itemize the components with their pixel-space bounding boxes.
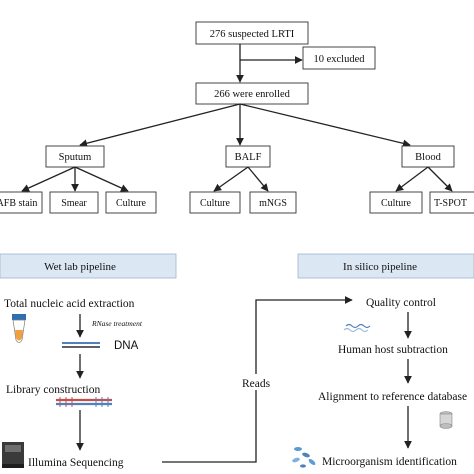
sputum-label: Sputum [59, 152, 92, 163]
enrolled-box [195, 82, 309, 105]
dna-label: DNA [114, 340, 139, 352]
arrow-enrolled-sputum [79, 103, 241, 148]
wet-lab-header [0, 253, 177, 279]
wet-step-library: Library construction [6, 384, 100, 396]
reads-label: Reads [242, 378, 271, 390]
enrolled-label: 266 were enrolled [214, 89, 291, 100]
culture-balf-label: Culture [200, 198, 231, 209]
reads-label-bg [234, 374, 278, 390]
silico-step-human: Human host subtraction [338, 344, 448, 356]
silico-step-identification: Microorganism identification [322, 456, 457, 468]
arrow-balf-mngs [247, 166, 269, 192]
library-adapter-icon [56, 397, 112, 407]
in-silico-header [297, 253, 474, 279]
wet-lab-title: Wet lab pipeline [44, 261, 116, 273]
arrow-enrolled-blood [239, 103, 411, 148]
arrow-sputum-culture [74, 166, 129, 192]
rnase-label: RNase treatment [91, 319, 143, 328]
culture-blood-box [369, 191, 423, 214]
culture-sputum-box [105, 191, 157, 214]
smear-box [49, 191, 99, 214]
excluded-label: 10 excluded [313, 54, 365, 65]
wet-step-extraction: Total nucleic acid extraction [4, 298, 135, 310]
mngs-box [249, 191, 297, 214]
dna-strand-icon [62, 342, 100, 348]
arrow-blood-tspot [427, 166, 453, 192]
afb-stain-label: AFB stain [0, 198, 37, 209]
smear-label: Smear [61, 198, 87, 209]
sample-tube-icon [12, 314, 26, 343]
culture-blood-label: Culture [381, 198, 412, 209]
mngs-label: mNGS [259, 198, 287, 209]
afb-stain-box [0, 191, 43, 214]
tspot-label: T-SPOT [434, 198, 467, 209]
suspected-box [195, 21, 309, 45]
balf-label: BALF [235, 152, 262, 163]
arrow-balf-culture [213, 166, 249, 192]
sequencer-icon [2, 442, 24, 468]
arrow-blood-culture [395, 166, 429, 192]
wet-step-sequencing: Illumina Sequencing [28, 457, 124, 469]
in-silico-title: In silico pipeline [343, 261, 417, 273]
database-icon [439, 411, 453, 429]
excluded-box [302, 46, 376, 70]
blood-label: Blood [415, 152, 441, 163]
reads-squiggle-icon [343, 323, 371, 333]
culture-sputum-label: Culture [116, 198, 147, 209]
culture-balf-box [189, 191, 241, 214]
silico-step-qc: Quality control [366, 297, 436, 309]
microorganism-icon [292, 447, 316, 468]
silico-step-alignment: Alignment to reference database [318, 391, 467, 403]
arrow-sputum-afb [21, 166, 76, 192]
tspot-box [429, 191, 474, 214]
suspected-label: 276 suspected LRTI [210, 29, 295, 40]
